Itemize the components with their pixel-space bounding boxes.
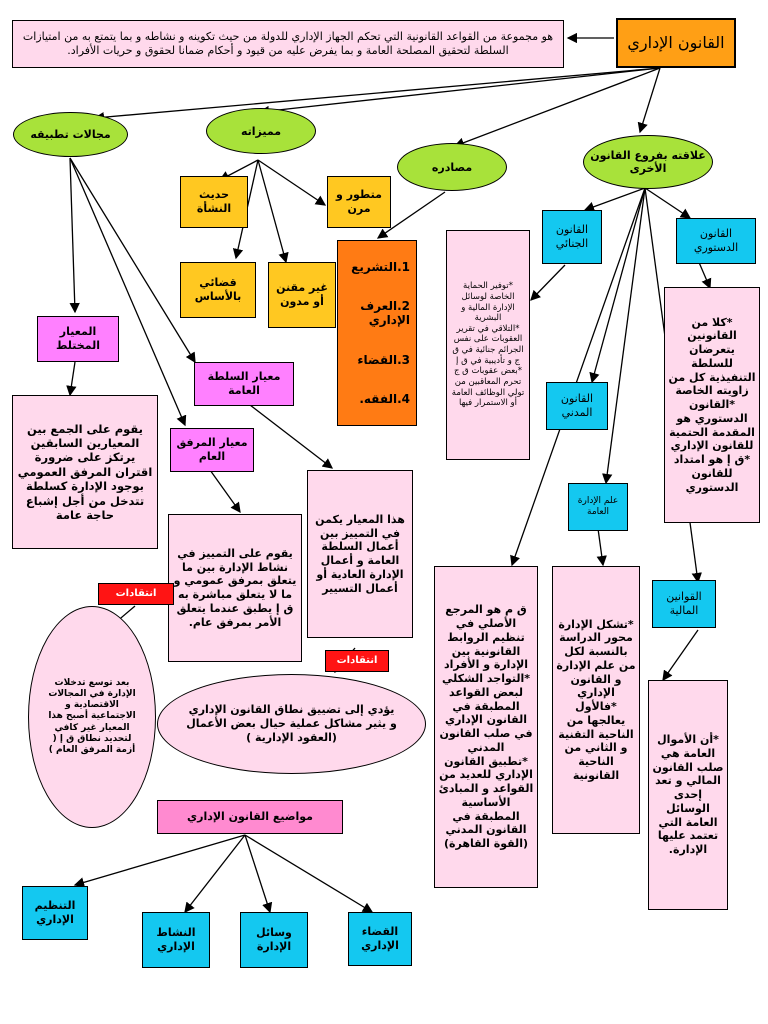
criterion-public-service: معيار المرفق العام: [170, 428, 254, 472]
branch-features: مميزاته: [206, 108, 316, 154]
feature-judicial: قضائي بالأساس: [180, 262, 256, 318]
diagram-title: القانون الإداري: [616, 18, 736, 68]
topic-organization: التنظيم الإداري: [22, 886, 88, 940]
relation-criminal: القانون الجنائي: [542, 210, 602, 264]
criticism-label-1: انتقادات: [98, 583, 174, 605]
branch-sources: مصادره: [397, 143, 507, 191]
feature-modern: حديث النشأة: [180, 176, 248, 228]
relation-criminal-desc: *توفير الحماية الخاصة لوسائل الإدارة الم…: [446, 230, 530, 460]
relation-constitutional-desc: *كلا من القانونين يتعرضان للسلطة التنفيذ…: [664, 287, 760, 523]
source-legislation: 1.التشريع: [351, 259, 410, 274]
topics-title: مواضيع القانون الإداري: [157, 800, 343, 834]
topic-judiciary: القضاء الإداري: [348, 912, 412, 966]
topic-means: وسائل الإدارة: [240, 912, 308, 968]
criterion-public-service-desc: يقوم على التمييز في نشاط الإدارة بين ما …: [168, 514, 302, 662]
relation-admin-science: علم الإدارة العامة: [568, 483, 628, 531]
topic-activity: النشاط الإداري: [142, 912, 210, 968]
criticism-2: يؤدي إلى تضييق نطاق القانون الإداري و يث…: [157, 674, 426, 774]
criticism-1: بعد توسع تدخلات الإدارة في المجالات الاق…: [28, 606, 156, 828]
relation-civil-desc: ق م هو المرجع الأصلي في تنظيم الروابط ال…: [434, 566, 538, 888]
source-judiciary: 3.القضاء: [357, 352, 410, 367]
source-doctrine: 4.الفقه.: [359, 392, 410, 407]
definition-box: هو مجموعة من القواعد القانونية التي تحكم…: [12, 20, 564, 68]
feature-uncodified: غير مقنن أو مدون: [268, 262, 336, 328]
relation-civil: القانون المدني: [546, 382, 608, 430]
criterion-public-authority: معيار السلطة العامة: [194, 362, 294, 406]
relation-admin-science-desc: *تشكل الإدارة محور الدراسة بالنسبة لكل م…: [552, 566, 640, 834]
sources-box: 1.التشريع 2.العرف الإداري 3.القضاء 4.الف…: [337, 240, 417, 426]
feature-evolving: متطور و مرن: [327, 176, 391, 228]
criterion-mixed-desc: يقوم على الجمع بين المعيارين السابقين ير…: [12, 395, 158, 549]
source-custom: 2.العرف الإداري: [360, 299, 410, 328]
criterion-mixed: المعيار المختلط: [37, 316, 119, 362]
relation-constitutional: القانون الدستوري: [676, 218, 756, 264]
branch-fields: مجالات تطبيقه: [13, 112, 128, 157]
branch-relations: علاقته بفروع القانون الأخرى: [583, 135, 713, 189]
criticism-label-2: انتقادات: [325, 650, 389, 672]
relation-financial-desc: *أن الأموال العامة هي صلب القانون المالي…: [648, 680, 728, 910]
relation-financial: القوانين المالية: [652, 580, 716, 628]
criterion-public-authority-desc: هذا المعيار يكمن في التمييز بين أعمال ال…: [307, 470, 413, 638]
